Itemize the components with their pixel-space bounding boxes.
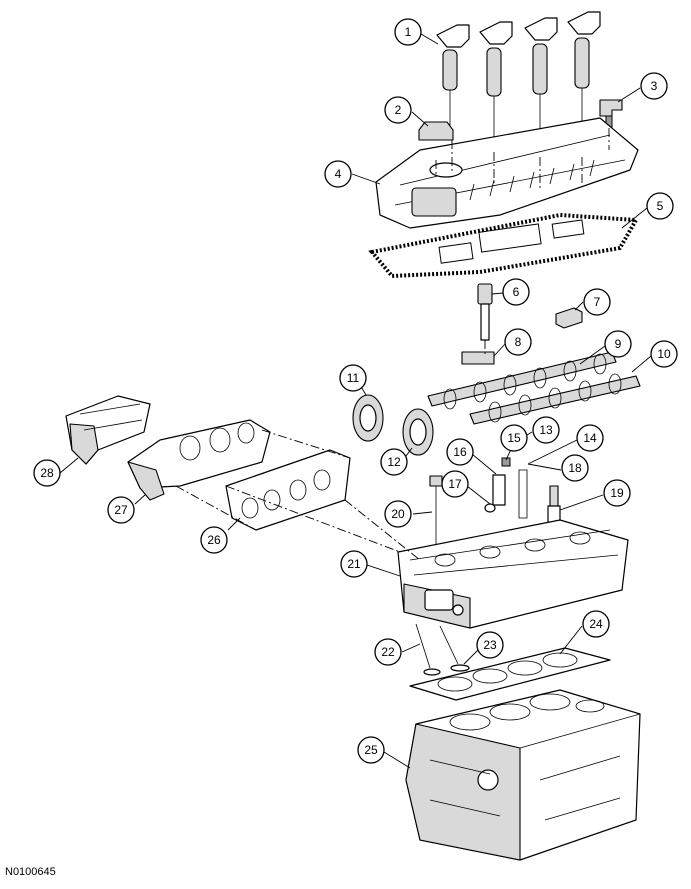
callout-24: 24 [582,610,610,638]
callout-label: 10 [657,347,671,361]
callout-label: 14 [583,431,597,445]
callout-label: 25 [364,743,378,757]
callout-label: 20 [391,507,405,521]
callout-13: 13 [532,416,560,444]
diagram-code: N0100645 [5,866,56,878]
callout-label: 11 [347,371,360,385]
exhaust-heat-shield [65,395,151,465]
engine-block [405,689,641,861]
callout-28: 28 [33,459,61,487]
callout-label: 23 [483,638,497,652]
callout-label: 16 [453,445,467,459]
alignment-lines [175,128,610,561]
callout-23: 23 [476,631,504,659]
callout-label: 17 [448,477,462,491]
vct-solenoid [477,283,493,341]
exhaust-manifold [127,419,271,501]
callout-label: 7 [594,295,601,309]
valve-cover-gasket [368,212,640,279]
callout-label: 12 [387,455,401,469]
callout-label: 5 [657,199,664,213]
callout-15: 15 [500,424,528,452]
callout-label: 2 [395,103,402,117]
callout-label: 6 [513,285,520,299]
callout-5: 5 [646,192,674,220]
callout-label: 24 [589,617,603,631]
callout-3: 3 [640,72,668,100]
camshafts [427,351,641,425]
callout-19: 19 [603,479,631,507]
callout-label: 4 [335,167,342,181]
callout-label: 3 [651,79,658,93]
bracket [555,307,583,329]
callout-label: 19 [610,486,624,500]
valves [415,623,470,676]
callout-27: 27 [107,496,135,524]
camshaft-sprockets [352,394,434,456]
callout-label: 9 [615,337,622,351]
callout-1: 1 [394,18,422,46]
callout-7: 7 [583,288,611,316]
callout-label: 15 [507,431,521,445]
callout-11: 11 [339,364,367,392]
callout-25: 25 [357,736,385,764]
callout-label: 26 [207,533,221,547]
solenoid-retainer [461,351,495,365]
callout-12: 12 [380,448,408,476]
cylinder-head [397,519,629,629]
valve-cover [375,117,639,229]
callout-18: 18 [561,454,589,482]
spark-plug [547,485,561,525]
callout-22: 22 [374,638,402,666]
callout-10: 10 [650,340,678,368]
callout-16: 16 [446,438,474,466]
callout-2: 2 [384,96,412,124]
callout-9: 9 [604,330,632,358]
callout-label: 1 [405,25,412,39]
callout-8: 8 [504,328,532,356]
callout-label: 13 [539,423,553,437]
callout-21: 21 [340,550,368,578]
callout-20: 20 [384,500,412,528]
leader-lines [59,33,652,769]
callout-26: 26 [200,526,228,554]
callout-label: 18 [568,461,582,475]
callout-label: 28 [40,466,54,480]
callout-label: 21 [347,557,361,571]
callout-label: 22 [381,645,395,659]
callout-17: 17 [441,470,469,498]
callout-14: 14 [576,424,604,452]
head-gasket [409,647,611,701]
callout-6: 6 [502,278,530,306]
callout-label: 8 [515,335,522,349]
callout-4: 4 [324,160,352,188]
callout-label: 27 [114,503,128,517]
